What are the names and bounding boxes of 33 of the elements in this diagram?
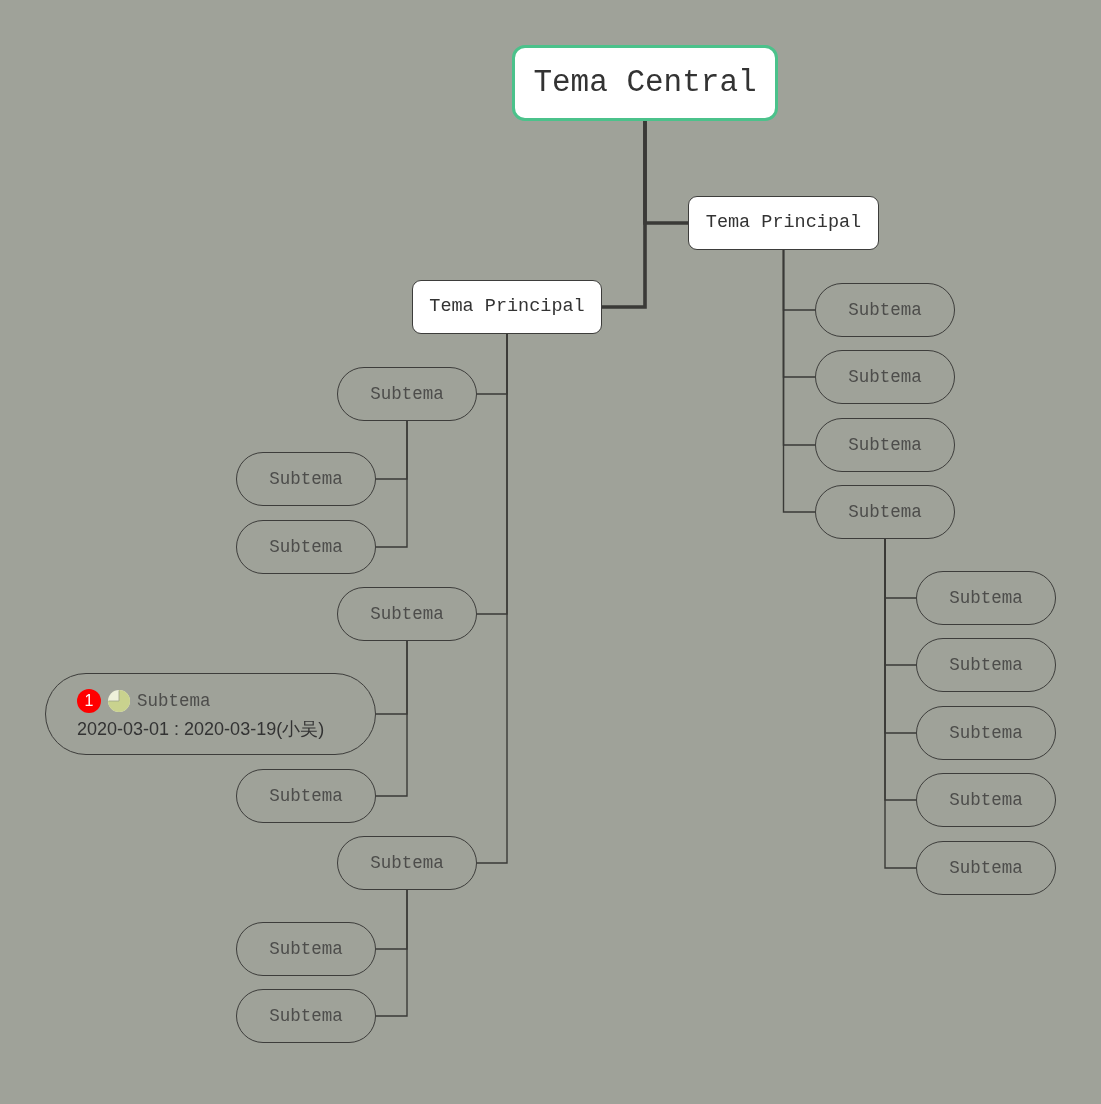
topic-text: Tema Principal: [705, 212, 862, 234]
priority-badge: 1: [77, 688, 101, 713]
topic-text: Subtema: [949, 587, 1023, 609]
connector-line: [602, 121, 647, 309]
topic-text: Subtema: [848, 366, 922, 388]
topic-text: Subtema: [848, 434, 922, 456]
main-topic-box: [688, 196, 879, 250]
connector-line: [782, 249, 816, 513]
topic-text: Subtema: [269, 536, 343, 558]
topic-text: Subtema: [370, 603, 444, 625]
central-topic-box: [512, 45, 778, 121]
topic-text: Subtema: [949, 789, 1023, 811]
topic-text: Subtema: [269, 468, 343, 490]
topic-text: Tema Principal: [429, 296, 585, 318]
connector-line: [884, 538, 917, 869]
date-range-text: 2020-03-01 : 2020-03-19(小吴): [77, 718, 325, 740]
topic-text: Subtema: [949, 654, 1023, 676]
topic-text: Subtema: [137, 690, 211, 711]
connector-line: [375, 420, 408, 548]
topic-text: Tema Central: [533, 65, 757, 101]
topic-text: Subtema: [949, 857, 1023, 879]
topic-text: Subtema: [848, 299, 922, 321]
topic-text: Subtema: [949, 722, 1023, 744]
main-topic-box: [412, 280, 602, 334]
topic-text: Subtema: [269, 1005, 343, 1027]
connector-line: [476, 333, 508, 864]
topic-text: Subtema: [370, 383, 444, 405]
topic-text: Subtema: [269, 938, 343, 960]
connector-line: [375, 640, 408, 797]
topic-text: Subtema: [848, 501, 922, 523]
topic-text: Subtema: [370, 852, 444, 874]
topic-text: Subtema: [269, 785, 343, 807]
connector-line: [375, 889, 408, 1017]
